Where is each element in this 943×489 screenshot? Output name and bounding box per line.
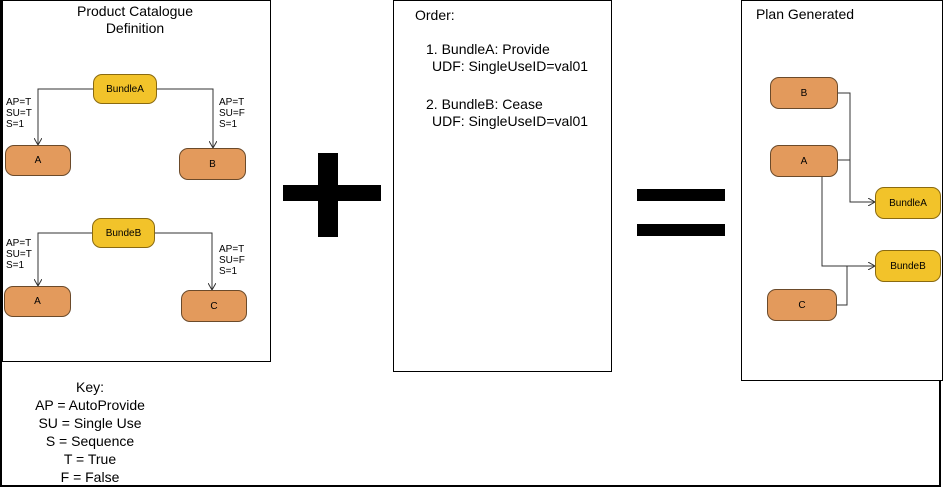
key-line-t: T = True — [63, 451, 117, 467]
key-line-ap: AP = AutoProvide — [35, 397, 145, 413]
key-legend: Key: AP = AutoProvide SU = Single Use S … — [30, 378, 150, 486]
label-bundleb-left: AP=T SU=T S=1 — [6, 238, 32, 271]
equals-operator-bottom — [637, 224, 725, 236]
label-line: AP=T — [219, 97, 245, 108]
catalogue-a-node-2: A — [4, 286, 71, 317]
label-line: S=1 — [6, 260, 25, 271]
catalogue-c-node: C — [181, 290, 247, 322]
label-line: S=1 — [6, 119, 25, 130]
catalogue-bundlea-node: BundleA — [93, 74, 157, 104]
label-line: AP=T — [6, 97, 32, 108]
label-line: SU=T — [6, 249, 32, 260]
plan-bundleb-node: BundeB — [875, 250, 941, 282]
label-line: SU=F — [219, 255, 245, 266]
plan-b-node: B — [770, 77, 838, 109]
plan-c-node: C — [767, 289, 837, 321]
key-line-su: SU = Single Use — [38, 415, 142, 431]
catalogue-title-line1: Product Catalogue — [77, 3, 193, 19]
label-line: SU=F — [219, 108, 245, 119]
label-bundleb-right: AP=T SU=F S=1 — [219, 244, 245, 277]
label-line: SU=T — [6, 108, 32, 119]
catalogue-title: Product Catalogue Definition — [40, 3, 230, 37]
plan-bundlea-node: BundleA — [875, 187, 941, 219]
plan-title: Plan Generated — [755, 6, 855, 22]
edge-bundlea-b — [157, 88, 213, 148]
plan-a-node: A — [770, 145, 838, 177]
order-title: Order: — [415, 7, 455, 23]
catalogue-a-node-1: A — [5, 145, 71, 176]
key-title: Key: — [75, 379, 104, 395]
equals-operator-top — [637, 189, 725, 201]
order-item1-line2: UDF: SingleUseID=val01 — [432, 58, 589, 74]
plus-operator-vertical — [318, 153, 338, 237]
label-line: AP=T — [6, 238, 32, 249]
order-item2-line2: UDF: SingleUseID=val01 — [432, 113, 589, 129]
label-bundlea-left: AP=T SU=T S=1 — [6, 97, 32, 130]
edge-bundleb-a — [38, 232, 92, 286]
order-item2-line1: 2. BundleB: Cease — [426, 96, 543, 112]
label-line: S=1 — [219, 119, 238, 130]
catalogue-b-node: B — [179, 148, 246, 180]
edge-plan-c-bundleb — [837, 266, 848, 306]
label-bundlea-right: AP=T SU=F S=1 — [219, 97, 245, 130]
catalogue-title-line2: Definition — [105, 20, 165, 36]
edge-plan-a-bundleb — [821, 160, 875, 266]
edge-plan-b-bundlea — [838, 92, 875, 202]
key-line-f: F = False — [60, 469, 120, 485]
label-line: AP=T — [219, 244, 245, 255]
label-line: S=1 — [219, 266, 238, 277]
edge-bundlea-a — [38, 88, 93, 145]
order-item1-line1: 1. BundleA: Provide — [426, 41, 550, 57]
order-panel — [393, 0, 612, 372]
key-line-s: S = Sequence — [45, 433, 135, 449]
catalogue-bundleb-node: BundeB — [92, 218, 155, 248]
edge-bundleb-c — [155, 232, 212, 290]
